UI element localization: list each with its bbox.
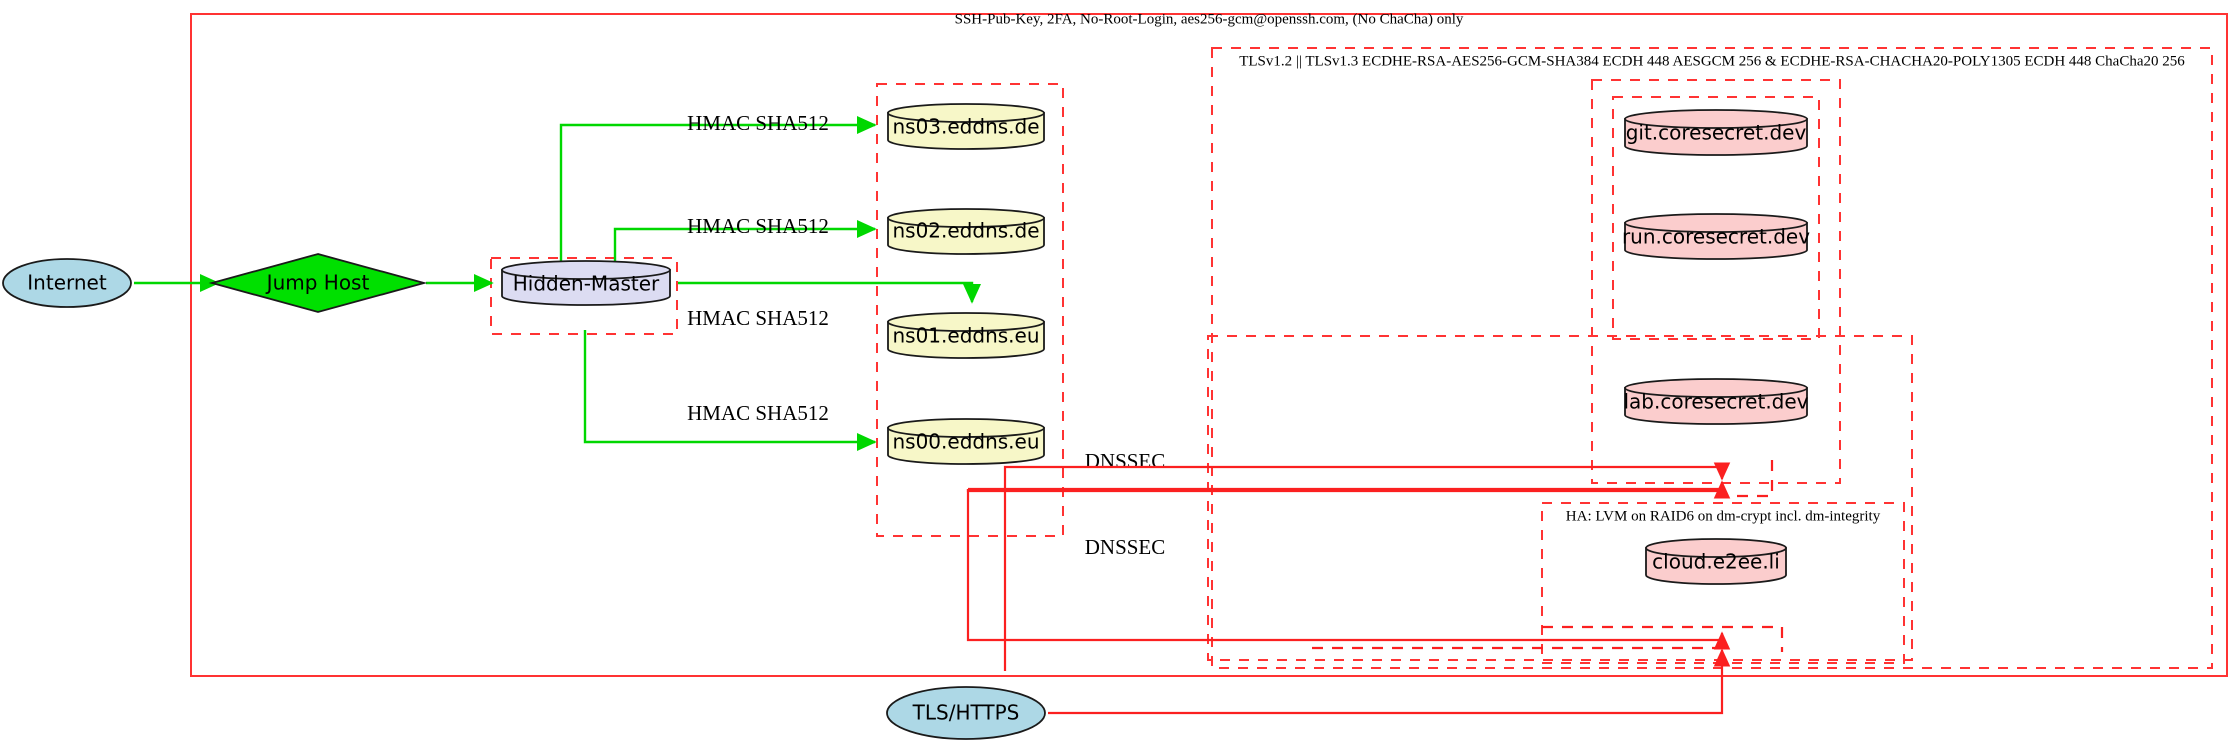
hidden-master-cylinder-body — [501, 269, 671, 306]
edge-tls-to-coresecret — [1003, 465, 1722, 671]
ns03-cylinder-body — [887, 112, 1045, 150]
node-ns03[interactable]: ns03.eddns.de — [887, 103, 1045, 150]
cluster-coresecret-inner-boundary — [1612, 96, 1820, 340]
node-lab-coresecret[interactable]: lab.coresecret.dev — [1623, 378, 1809, 425]
internet-ellipse — [2, 258, 132, 308]
node-cloud-e2ee[interactable]: cloud.e2ee.li — [1645, 538, 1787, 585]
ns00-cylinder-top — [887, 418, 1045, 438]
ns01-cylinder-body — [887, 321, 1045, 359]
edge-dnssec-upper-dashed — [1730, 460, 1774, 498]
jump-host-diamond — [208, 253, 428, 313]
edge-label-dnssec-lower: DNSSEC — [1085, 535, 1166, 559]
ns00-label: ns00.eddns.eu — [892, 430, 1039, 454]
ns02-cylinder-top — [887, 208, 1045, 228]
cluster-dnssec-outer-boundary — [1207, 335, 1913, 661]
node-tls-https[interactable]: TLS/HTTPS — [886, 686, 1046, 740]
ns02-cylinder-body — [887, 217, 1045, 255]
node-ns01[interactable]: ns01.eddns.eu — [887, 312, 1045, 359]
hidden-master-label: Hidden-Master — [513, 272, 660, 296]
cloud-e2ee-cylinder-body — [1645, 547, 1787, 585]
node-internet[interactable]: Internet — [2, 258, 132, 308]
edge-label-hmac-ns03: HMAC SHA512 — [687, 111, 829, 135]
ns00-cylinder-body — [887, 427, 1045, 465]
node-ns02[interactable]: ns02.eddns.de — [887, 208, 1045, 255]
cluster-tls-label: TLSv1.2 || TLSv1.3 ECDHE-RSA-AES256-GCM-… — [1239, 53, 2185, 69]
edge-master-to-ns02 — [613, 220, 877, 264]
ns03-cylinder-top — [887, 103, 1045, 123]
run-coresecret-cylinder-top — [1624, 213, 1808, 233]
lab-coresecret-label: lab.coresecret.dev — [1623, 390, 1808, 414]
run-coresecret-cylinder-body — [1624, 222, 1808, 260]
jump-host-label: Jump Host — [265, 271, 370, 295]
edge-master-to-ns01 — [678, 281, 981, 304]
ns02-label: ns02.eddns.de — [892, 219, 1039, 243]
edge-ha-dashed-connector — [1542, 625, 1784, 652]
cluster-ha-label: HA: LVM on RAID6 on dm-crypt incl. dm-in… — [1566, 508, 1881, 524]
node-ns00[interactable]: ns00.eddns.eu — [887, 418, 1045, 465]
ns03-label: ns03.eddns.de — [892, 115, 1039, 139]
node-hidden-master[interactable]: Hidden-Master — [501, 260, 671, 306]
edge-master-to-ns00 — [583, 330, 877, 451]
cluster-dns-zone-boundary — [876, 83, 1064, 537]
edge-label-dnssec-upper: DNSSEC — [1085, 449, 1166, 473]
git-coresecret-label: git.coresecret.dev — [1626, 121, 1807, 145]
lab-coresecret-cylinder-body — [1624, 387, 1808, 425]
edge-label-hmac-ns01: HMAC SHA512 — [687, 306, 829, 330]
cluster-ssh-label: SSH-Pub-Key, 2FA, No-Root-Login, aes256-… — [955, 11, 1464, 27]
tls-https-label: TLS/HTTPS — [912, 701, 1020, 725]
cloud-e2ee-label: cloud.e2ee.li — [1652, 550, 1780, 574]
run-coresecret-label: run.coresecret.dev — [1622, 225, 1810, 249]
node-run-coresecret[interactable]: run.coresecret.dev — [1622, 213, 1810, 260]
lab-coresecret-cylinder-top — [1624, 378, 1808, 398]
node-git-coresecret[interactable]: git.coresecret.dev — [1624, 109, 1808, 156]
cluster-ssh-boundary — [190, 13, 2228, 677]
internet-label: Internet — [27, 271, 107, 295]
ns01-label: ns01.eddns.eu — [892, 324, 1039, 348]
edge-label-hmac-ns02: HMAC SHA512 — [687, 214, 829, 238]
ns01-cylinder-top — [887, 312, 1045, 332]
git-coresecret-cylinder-top — [1624, 109, 1808, 129]
cluster-tls-boundary — [1211, 47, 2213, 669]
cluster-coresecret-boundary — [1591, 79, 1841, 484]
git-coresecret-cylinder-body — [1624, 118, 1808, 156]
hidden-master-cylinder-top — [501, 260, 671, 280]
edge-master-to-ns03 — [559, 116, 877, 264]
cloud-e2ee-cylinder-top — [1645, 538, 1787, 558]
edge-tls-to-cloud — [1048, 648, 1731, 715]
node-jump-host[interactable]: Jump Host — [208, 253, 428, 313]
edge-dnssec-lower-line — [966, 489, 1722, 642]
tls-https-ellipse — [886, 686, 1046, 740]
edge-label-hmac-ns00: HMAC SHA512 — [687, 401, 829, 425]
